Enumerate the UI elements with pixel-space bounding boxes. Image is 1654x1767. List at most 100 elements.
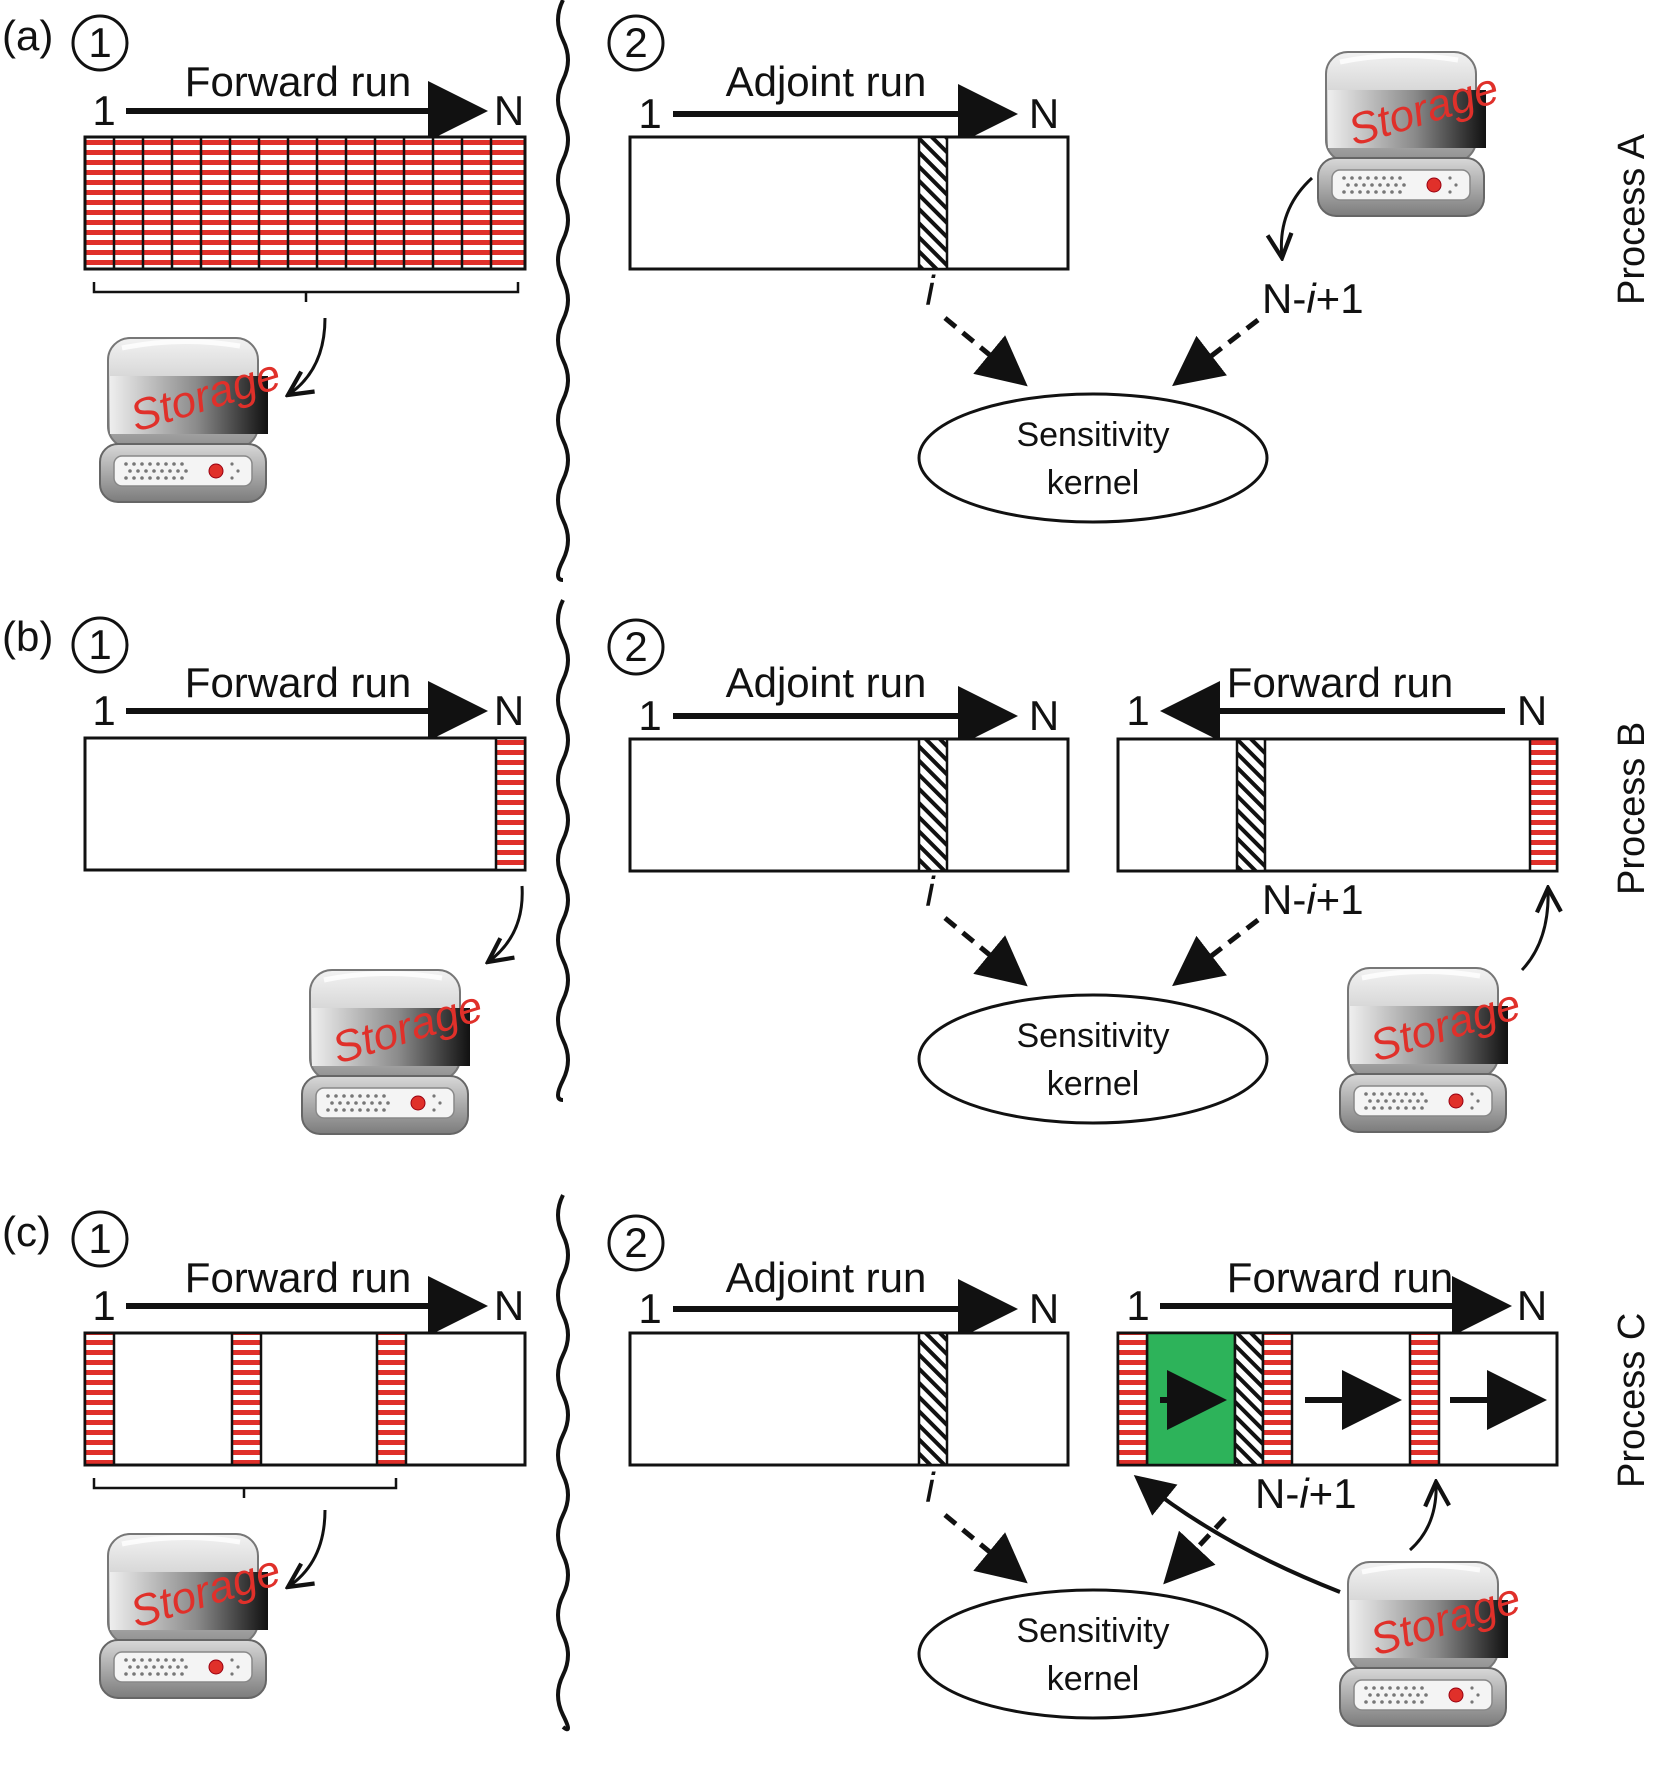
- separator-b: [556, 599, 570, 1102]
- recompute-forward-run-title: Forward run: [1227, 1254, 1453, 1301]
- store-arrow: [288, 317, 327, 395]
- reverse-start-label: N: [1517, 687, 1547, 734]
- load-arrow: [1133, 1474, 1341, 1594]
- hatched-step: [917, 1331, 949, 1467]
- timestep-bar-full: [83, 135, 527, 271]
- hatched-step: [917, 737, 949, 873]
- start-label: 1: [638, 90, 661, 137]
- step-circle: [71, 616, 129, 674]
- kernel-line2: kernel: [1047, 1660, 1140, 1698]
- panel-label: (a): [2, 12, 53, 59]
- storage-icon: Storage: [100, 1534, 286, 1698]
- start-label: 1: [638, 1285, 661, 1332]
- step-number: 2: [624, 19, 647, 66]
- restored-last-step: [1528, 737, 1559, 873]
- start-label: 1: [92, 87, 115, 134]
- kernel-line2: kernel: [1047, 1065, 1140, 1103]
- storage-icon: Storage: [100, 338, 286, 502]
- checkpoint-step: [1261, 1331, 1294, 1467]
- forward-bar: [83, 736, 527, 872]
- checkpoint-step: [375, 1331, 408, 1467]
- adjoint-run-title: Adjoint run: [726, 659, 927, 706]
- sensitivity-kernel: [917, 1588, 1269, 1720]
- checkpoint-step: [1408, 1331, 1441, 1467]
- storage-icon: Storage: [1318, 52, 1504, 216]
- i-label: i: [925, 868, 936, 915]
- forward-run-title: Forward run: [185, 58, 411, 105]
- hatched-step: [1235, 737, 1267, 873]
- dashed-arrow-right: [1172, 318, 1260, 387]
- panel-label: (c): [2, 1208, 51, 1255]
- end-label: N: [1029, 1285, 1059, 1332]
- dashed-arrow-left: [943, 316, 1028, 387]
- hatched-step: [917, 135, 949, 271]
- step-number: 1: [88, 621, 111, 668]
- i-label: i: [925, 267, 936, 314]
- dashed-arrow-right: [1163, 1516, 1227, 1585]
- load-arrow: [1520, 888, 1548, 972]
- stored-last-step: [494, 736, 527, 872]
- reverse-forward-run-title: Forward run: [1227, 659, 1453, 706]
- start-label: 1: [638, 692, 661, 739]
- load-arrow: [1409, 1482, 1436, 1552]
- storage-icon: Storage: [1340, 968, 1526, 1132]
- adjoint-bar: [628, 737, 1070, 873]
- panel-b: (b) 1 Forward run 1 N Storage 2 Adjoint …: [2, 613, 1653, 1134]
- kernel-line1: Sensitivity: [1016, 1017, 1169, 1055]
- timestep-dividers: [112, 137, 493, 269]
- checkpoint-step: [230, 1331, 263, 1467]
- forward-run-title: Forward run: [185, 1254, 411, 1301]
- ni-label: N-i+1: [1262, 876, 1364, 923]
- forward-bar: [83, 1331, 527, 1467]
- step-number: 1: [88, 19, 111, 66]
- step-circle: [607, 14, 665, 72]
- kernel-line1: Sensitivity: [1016, 416, 1169, 454]
- step-circle: [71, 14, 129, 72]
- adjoint-bar: [628, 1331, 1070, 1467]
- end-label: N: [494, 87, 524, 134]
- process-label: Process C: [1611, 1313, 1653, 1488]
- start-label: 1: [92, 687, 115, 734]
- forward-run-title: Forward run: [185, 659, 411, 706]
- ni-label: N-i+1: [1262, 275, 1364, 322]
- step-number: 1: [88, 1215, 111, 1262]
- step-circle: [607, 618, 665, 676]
- step-circle: [71, 1210, 129, 1268]
- process-label: Process A: [1611, 133, 1653, 305]
- storage-icon: Storage: [1340, 1562, 1526, 1726]
- separator-c: [556, 1194, 570, 1732]
- sensitivity-kernel: [917, 993, 1269, 1125]
- i-label: i: [925, 1464, 936, 1511]
- reverse-end-label: 1: [1126, 687, 1149, 734]
- panel-label: (b): [2, 613, 53, 660]
- end-label: N: [1029, 90, 1059, 137]
- load-arrow: [1281, 176, 1314, 258]
- reconstruction-bar: [1116, 737, 1559, 873]
- store-arrow: [288, 1509, 327, 1587]
- hatched-step: [1233, 1331, 1265, 1467]
- bracket: [92, 1478, 398, 1498]
- process-label: Process B: [1611, 722, 1653, 895]
- end-label: N: [494, 687, 524, 734]
- step-number: 2: [624, 1219, 647, 1266]
- end-label: N: [1517, 1282, 1547, 1329]
- separator-a: [556, 0, 570, 582]
- adjoint-bar: [628, 135, 1070, 271]
- adjoint-run-title: Adjoint run: [726, 1254, 927, 1301]
- storage-icon: Storage: [302, 970, 488, 1134]
- panel-c: (c) 1 Forward run 1 N Storage 2 Adjoint …: [2, 1208, 1653, 1726]
- panel-a: (a) 1 Forward run 1 N Storage 2 Adjoint …: [2, 12, 1653, 524]
- checkpoint-step: [83, 1331, 116, 1467]
- kernel-line1: Sensitivity: [1016, 1612, 1169, 1650]
- end-label: N: [494, 1282, 524, 1329]
- dashed-arrow-left: [943, 916, 1028, 987]
- sensitivity-kernel: [917, 392, 1269, 524]
- adjoint-run-title: Adjoint run: [726, 58, 927, 105]
- store-arrow: [488, 885, 524, 962]
- checkpoint-step: [1116, 1331, 1149, 1467]
- bracket: [92, 282, 520, 302]
- kernel-line2: kernel: [1047, 464, 1140, 502]
- dashed-arrow-right: [1172, 918, 1260, 987]
- ni-label: N-i+1: [1255, 1470, 1357, 1517]
